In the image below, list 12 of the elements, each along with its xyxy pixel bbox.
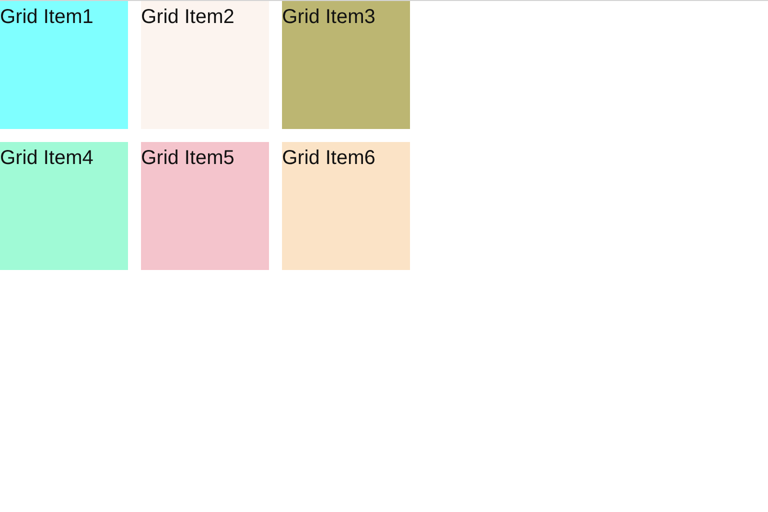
grid-tile <box>282 1 410 129</box>
tile-label: Grid Item2 <box>141 5 234 29</box>
tile-label: Grid Item6 <box>282 146 376 170</box>
tile-label: Grid Item4 <box>0 146 94 170</box>
tile-label: Grid Item5 <box>141 146 234 170</box>
grid-tile <box>0 1 128 129</box>
grid-tile <box>0 142 128 270</box>
tile-label: Grid Item3 <box>282 5 376 29</box>
tile-label: Grid Item1 <box>0 5 94 29</box>
grid-tile <box>141 1 269 129</box>
grid-tile <box>141 142 269 270</box>
grid-tile <box>282 142 410 270</box>
